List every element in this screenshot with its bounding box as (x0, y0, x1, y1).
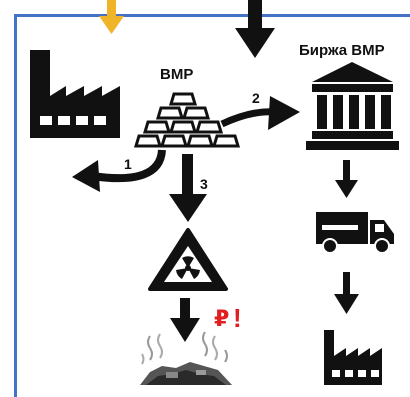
bank-exchange-icon (306, 62, 399, 150)
arrow-to-truck (335, 160, 358, 198)
step-1-label: 1 (124, 156, 132, 172)
bmr-label: ВМР (160, 66, 194, 83)
frame-top-line (14, 14, 410, 17)
gold-bars-icon (133, 92, 241, 148)
step-2-label: 2 (252, 90, 260, 106)
arrow-to-landfill (170, 298, 200, 342)
step-3-label: 3 (200, 176, 208, 192)
incoming-black-arrow (235, 0, 275, 58)
truck-icon (316, 212, 394, 254)
arrow-to-hazard (169, 154, 207, 222)
exchange-label: Биржа ВМР (299, 42, 385, 59)
arrow-to-small-factory (334, 272, 359, 314)
factory-icon (30, 50, 120, 138)
radiation-warning-icon (148, 228, 228, 291)
arrow-to-exchange (220, 96, 300, 130)
ruble-sign: ₽ (214, 306, 230, 331)
exclamation-mark: ! (233, 303, 242, 333)
incoming-gold-arrow (99, 0, 124, 34)
small-factory-icon (324, 330, 382, 385)
frame-left-line (14, 14, 17, 397)
landfill-icon (140, 331, 232, 385)
arrow-to-factory (72, 149, 166, 192)
